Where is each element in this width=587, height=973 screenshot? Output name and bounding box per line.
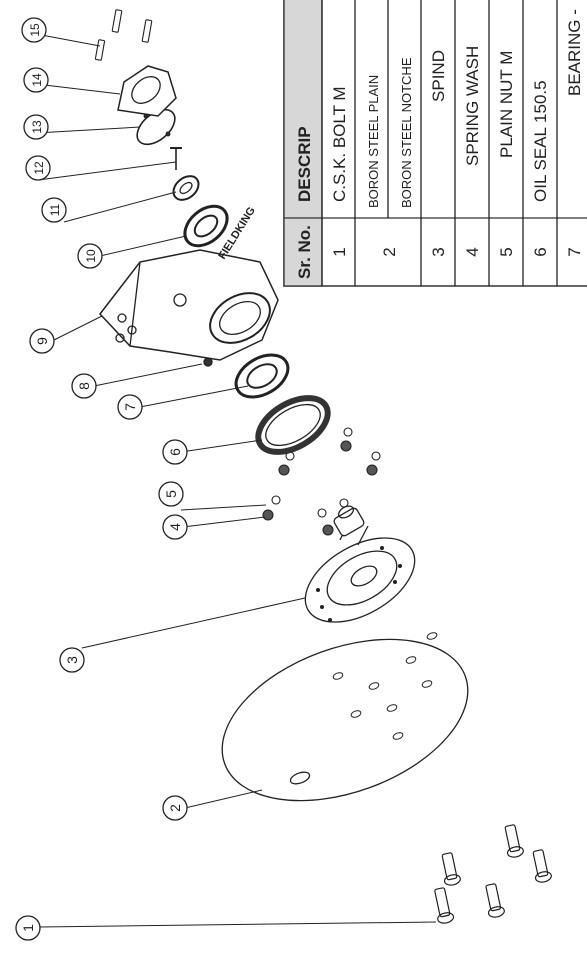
- callout-7: 7: [117, 394, 143, 420]
- table-cell-desc: BEARING -: [565, 9, 584, 96]
- callout-5: 5: [158, 481, 184, 507]
- table-cell-sr: 1: [330, 247, 349, 256]
- callout-4: 4: [162, 514, 188, 540]
- bearing: [234, 353, 290, 399]
- svg-text:15: 15: [28, 23, 42, 37]
- svg-text:8: 8: [76, 382, 92, 390]
- table-cell-sr: 7: [565, 247, 584, 256]
- table-cell-desc: SPIND: [429, 50, 448, 102]
- callout-8: 8: [71, 373, 97, 399]
- callout-9: 9: [29, 328, 55, 354]
- spindle-hub: [304, 505, 416, 623]
- bearing-10: [183, 204, 229, 248]
- table-cell-sr: 3: [429, 247, 448, 256]
- svg-text:10: 10: [84, 249, 98, 263]
- svg-text:6: 6: [167, 448, 183, 456]
- table-cell-sr: 6: [531, 247, 550, 256]
- table-cell-desc: PLAIN NUT M: [497, 51, 516, 158]
- table-cell-desc: SPRING WASH: [463, 46, 482, 166]
- svg-text:13: 13: [30, 120, 44, 134]
- svg-text:4: 4: [167, 523, 183, 531]
- gasket: [136, 108, 176, 146]
- callout-2: 2: [162, 795, 188, 821]
- callout-1: 1: [15, 915, 41, 941]
- table-header-desc: DESCRIP: [295, 126, 314, 202]
- svg-text:2: 2: [167, 804, 183, 812]
- table-header-sr: Sr. No.: [295, 225, 314, 279]
- callout-15: 15: [21, 17, 47, 43]
- svg-text:11: 11: [48, 203, 62, 216]
- table-cell-desc: OIL SEAL 150.5: [531, 80, 550, 202]
- callout-3: 3: [59, 647, 85, 673]
- callout-13: 13: [23, 114, 49, 140]
- callout-11: 11: [41, 197, 67, 223]
- dust-cap: [117, 65, 177, 117]
- svg-text:1: 1: [20, 924, 36, 932]
- svg-text:12: 12: [32, 161, 46, 175]
- callout-14: 14: [23, 67, 49, 93]
- table-cell-sr: 2: [380, 247, 399, 256]
- callout-6: 6: [162, 439, 188, 465]
- svg-text:7: 7: [122, 403, 138, 411]
- bolts-csk: [434, 824, 552, 924]
- leader-lines: [35, 33, 437, 928]
- table-cell-sr: 5: [497, 247, 516, 256]
- callout-10: 10: [77, 243, 103, 269]
- split-pin: [170, 147, 182, 170]
- svg-text:14: 14: [30, 73, 44, 87]
- svg-text:3: 3: [64, 656, 80, 664]
- svg-text:5: 5: [163, 490, 179, 498]
- callout-12: 12: [25, 155, 51, 181]
- oil-seal: [255, 395, 331, 455]
- disc-blade: [221, 632, 469, 802]
- table-cell-sr: 4: [463, 247, 482, 256]
- castle-nut: [172, 175, 200, 201]
- callouts: 1 2 3 4 5 6 7 8 9 10 11 12 13 14 15: [15, 17, 188, 941]
- small-bolts: [94, 9, 153, 61]
- parts-table: Sr. No. DESCRIP 1 C.S.K. BOLT M 2 BORON …: [283, 0, 587, 287]
- table-cell-desc: BORON STEEL NOTCHE: [399, 57, 414, 208]
- svg-text:9: 9: [34, 337, 50, 345]
- table-cell-desc: BORON STEEL PLAIN: [366, 75, 381, 208]
- nuts-washers: [262, 427, 381, 536]
- table-cell-desc: C.S.K. BOLT M: [330, 86, 349, 202]
